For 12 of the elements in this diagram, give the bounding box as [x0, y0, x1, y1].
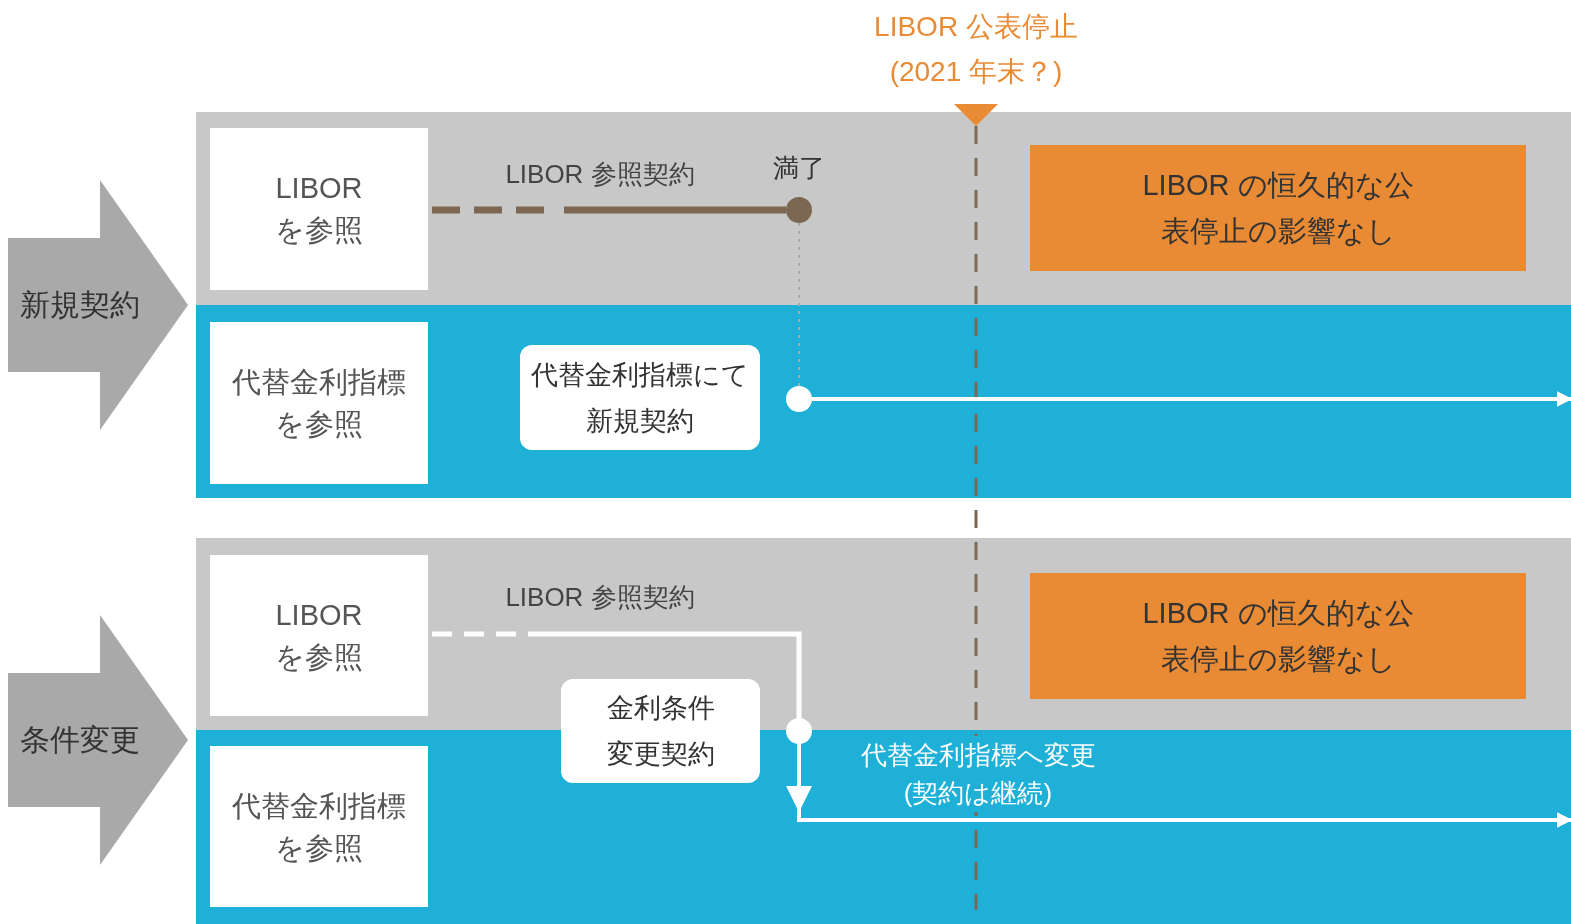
speech-bubble: 金利条件変更契約: [561, 679, 760, 783]
label-box: 代替金利指標を参照: [210, 746, 428, 907]
speech-bubble: 代替金利指標にて新規契約: [520, 345, 760, 450]
status-box: LIBOR の恒久的な公表停止の影響なし: [1030, 145, 1526, 271]
label-box: LIBORを参照: [210, 555, 428, 716]
node-caption: 満了: [773, 152, 825, 185]
status-box: LIBOR の恒久的な公表停止の影響なし: [1030, 573, 1526, 699]
milestone-label: LIBOR 公表停止(2021 年末？): [873, 10, 1079, 89]
label-box: 代替金利指標を参照: [210, 322, 428, 484]
block-arrow: 新規契約: [8, 180, 188, 430]
block-arrow: 条件変更: [8, 615, 188, 865]
label-box: LIBORを参照: [210, 128, 428, 290]
